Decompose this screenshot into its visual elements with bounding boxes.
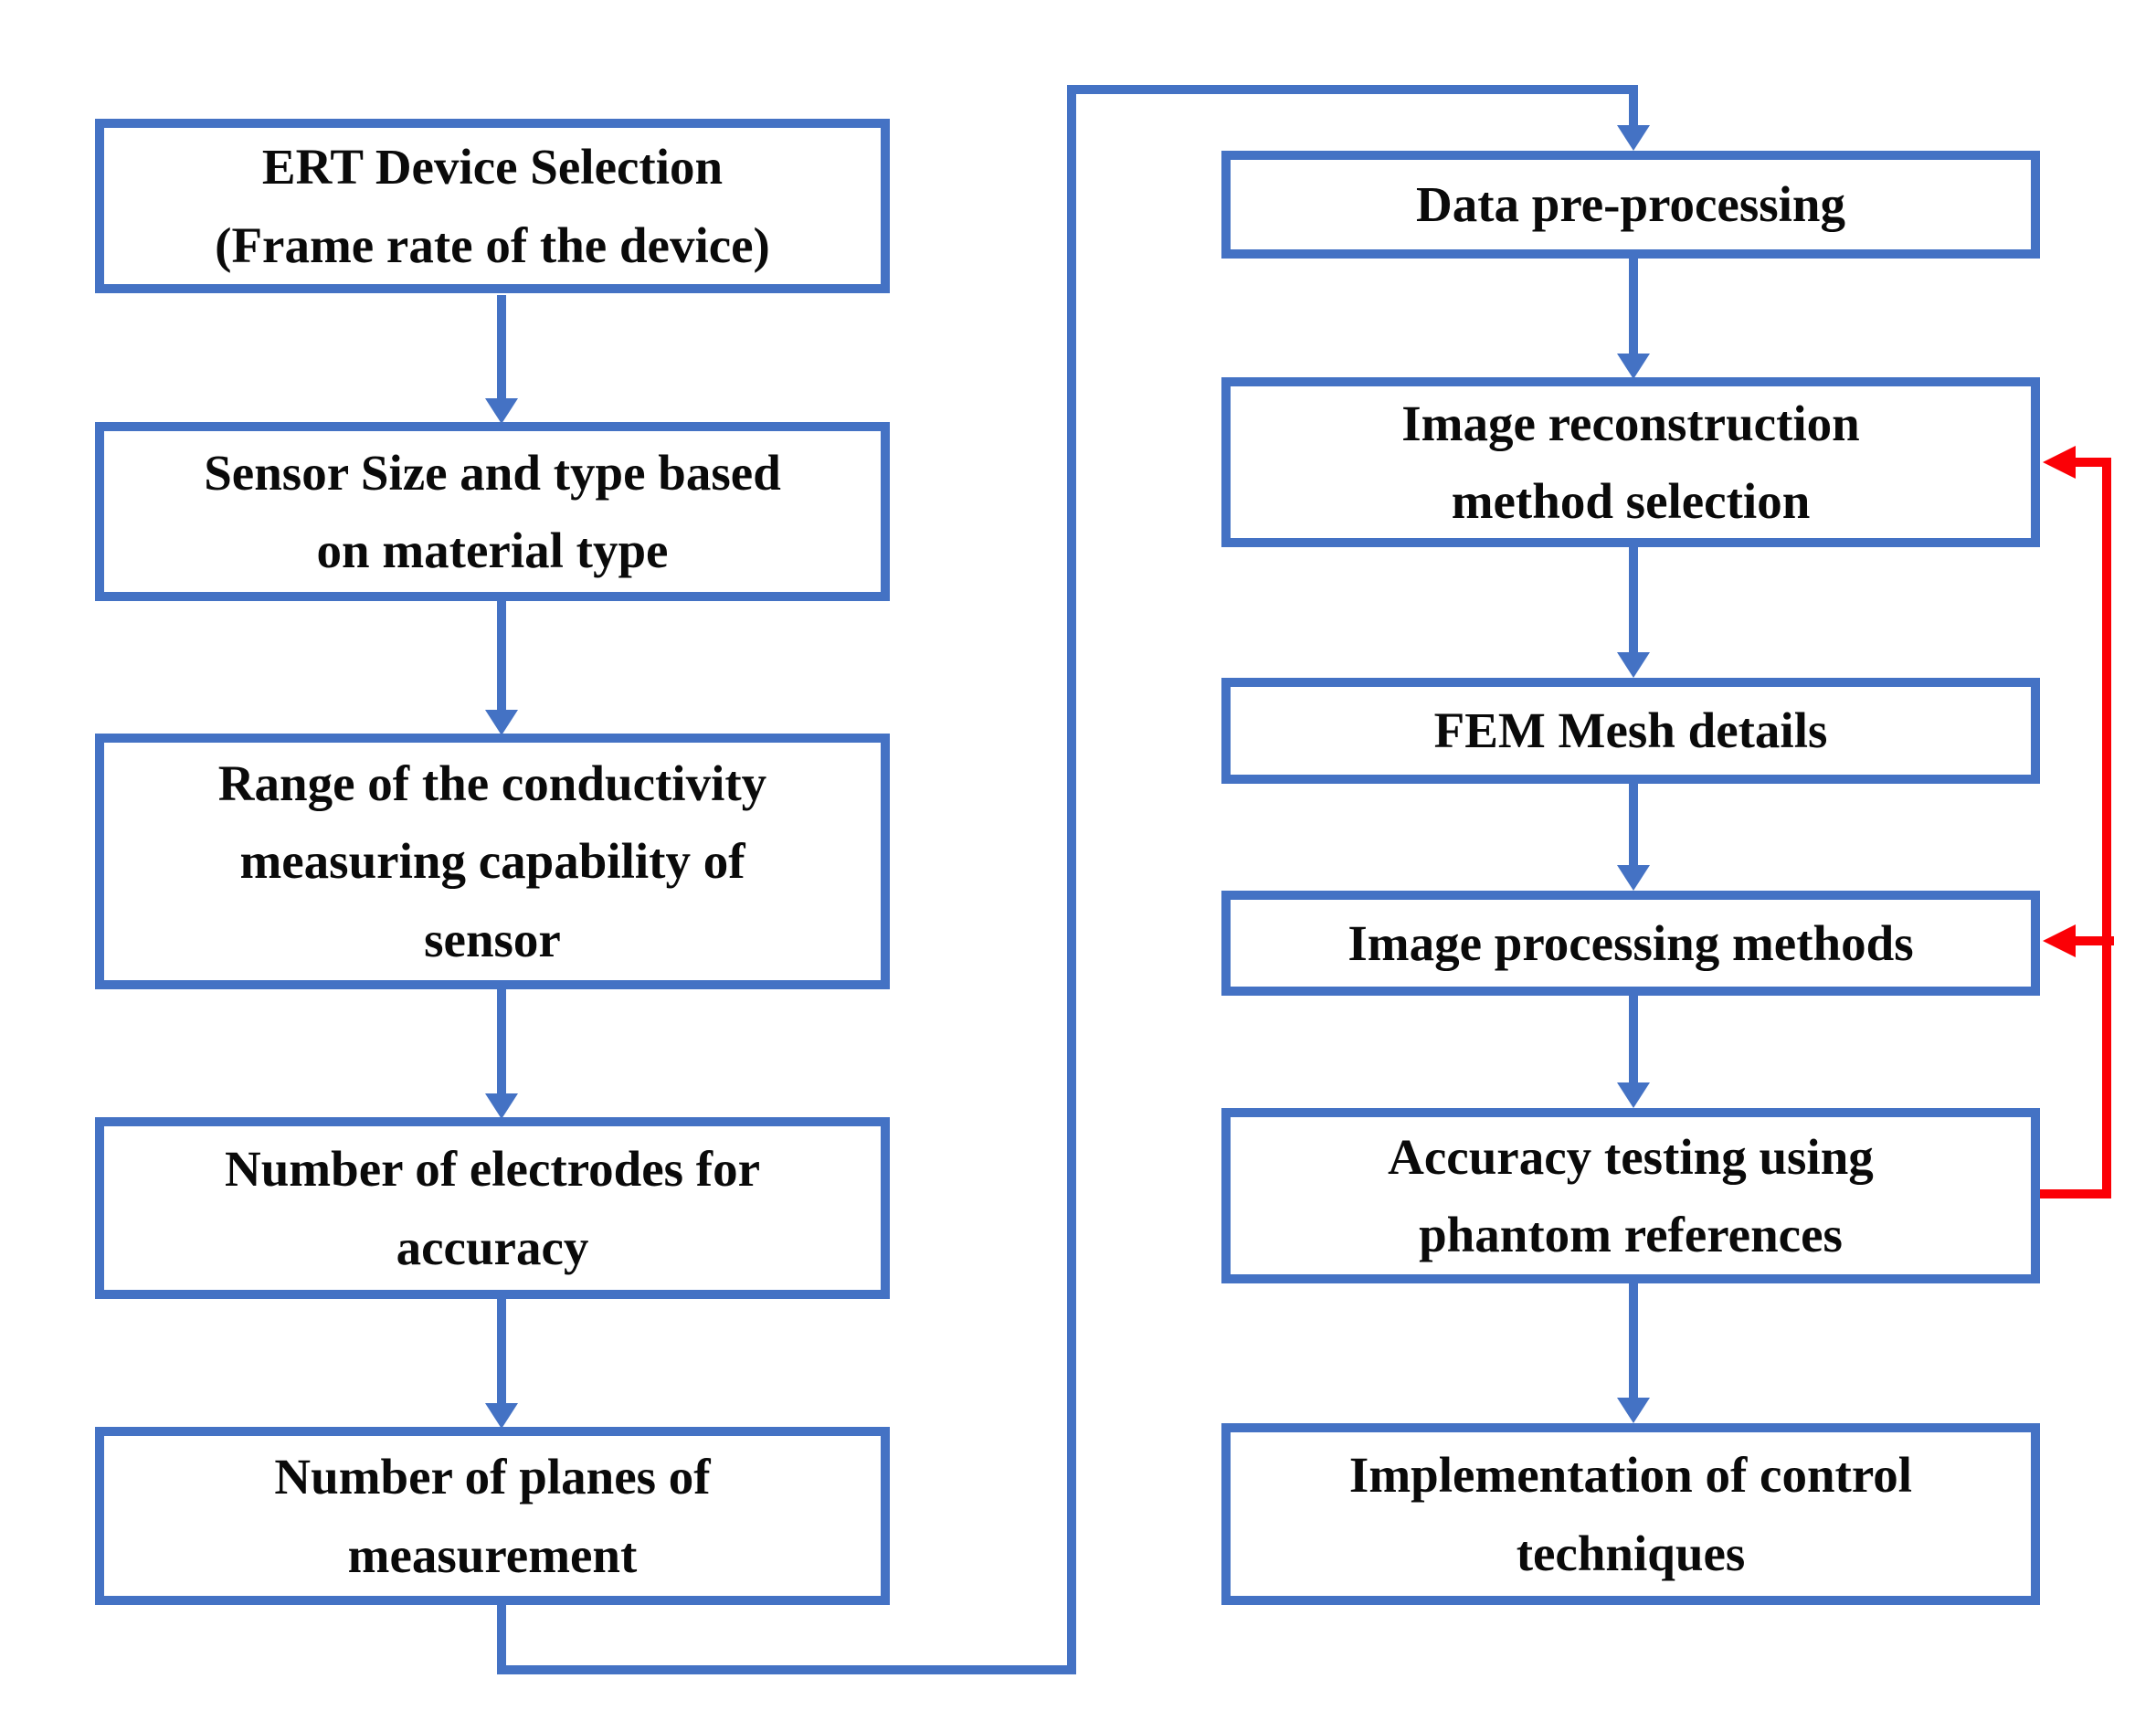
arrowhead-into-data-pre-processing (1617, 125, 1650, 151)
flow-box-label-number-of-planes: Number of planes of measurement (274, 1449, 711, 1583)
arrowhead-ert-to-sensor (485, 398, 518, 424)
flow-box-label-sensor-size-and-type: Sensor Size and type based on material t… (204, 444, 781, 578)
flow-box-label-image-reconstruction: Image reconstruction method selection (1401, 395, 1860, 529)
flow-box-label-number-of-electrodes: Number of electrodes for accuracy (225, 1141, 760, 1275)
arrowhead-electrodes-to-planes (485, 1403, 518, 1429)
flow-box-sensor-size-and-type: Sensor Size and type based on material t… (95, 422, 890, 601)
flow-box-number-of-planes: Number of planes of measurement (95, 1427, 890, 1605)
flow-box-implementation-control: Implementation of control techniques (1221, 1423, 2040, 1605)
flow-box-conductivity-range: Range of the conductivity measuring capa… (95, 734, 890, 989)
arrowhead-processing-to-accuracy (1617, 1082, 1650, 1108)
feedback-arrowhead-reconstruction (2043, 446, 2076, 479)
flow-box-image-reconstruction: Image reconstruction method selection (1221, 377, 2040, 547)
arrowhead-accuracy-to-implementation (1617, 1398, 1650, 1423)
flow-box-data-pre-processing: Data pre-processing (1221, 151, 2040, 259)
arrowhead-fem-to-processing (1617, 865, 1650, 891)
flow-box-label-conductivity-range: Range of the conductivity measuring capa… (217, 755, 767, 967)
flow-box-label-fem-mesh-details: FEM Mesh details (1433, 702, 1828, 759)
flow-box-label-implementation-control: Implementation of control techniques (1348, 1447, 1913, 1581)
feedback-accuracy-to-reconstruction (2040, 458, 2111, 1198)
flow-box-accuracy-testing: Accuracy testing using phantom reference… (1221, 1108, 2040, 1283)
flow-box-image-processing-methods: Image processing methods (1221, 891, 2040, 996)
flow-box-number-of-electrodes: Number of electrodes for accuracy (95, 1117, 890, 1299)
arrowhead-sensor-to-range (485, 710, 518, 735)
flow-box-ert-device-selection: ERT Device Selection (Frame rate of the … (95, 119, 890, 293)
arrowhead-data-to-reconstruction (1617, 354, 1650, 379)
flow-box-label-accuracy-testing: Accuracy testing using phantom reference… (1388, 1128, 1874, 1262)
arrowhead-reconstruction-to-fem (1617, 652, 1650, 678)
flow-box-label-image-processing-methods: Image processing methods (1348, 914, 1914, 971)
feedback-arrowhead-image-processing (2043, 924, 2076, 957)
flow-box-label-data-pre-processing: Data pre-processing (1415, 176, 1846, 233)
arrowhead-range-to-electrodes (485, 1093, 518, 1119)
red-feedback-loop (2040, 446, 2114, 1198)
flow-box-fem-mesh-details: FEM Mesh details (1221, 678, 2040, 784)
flow-box-label-ert-device-selection: ERT Device Selection (Frame rate of the … (215, 139, 770, 273)
